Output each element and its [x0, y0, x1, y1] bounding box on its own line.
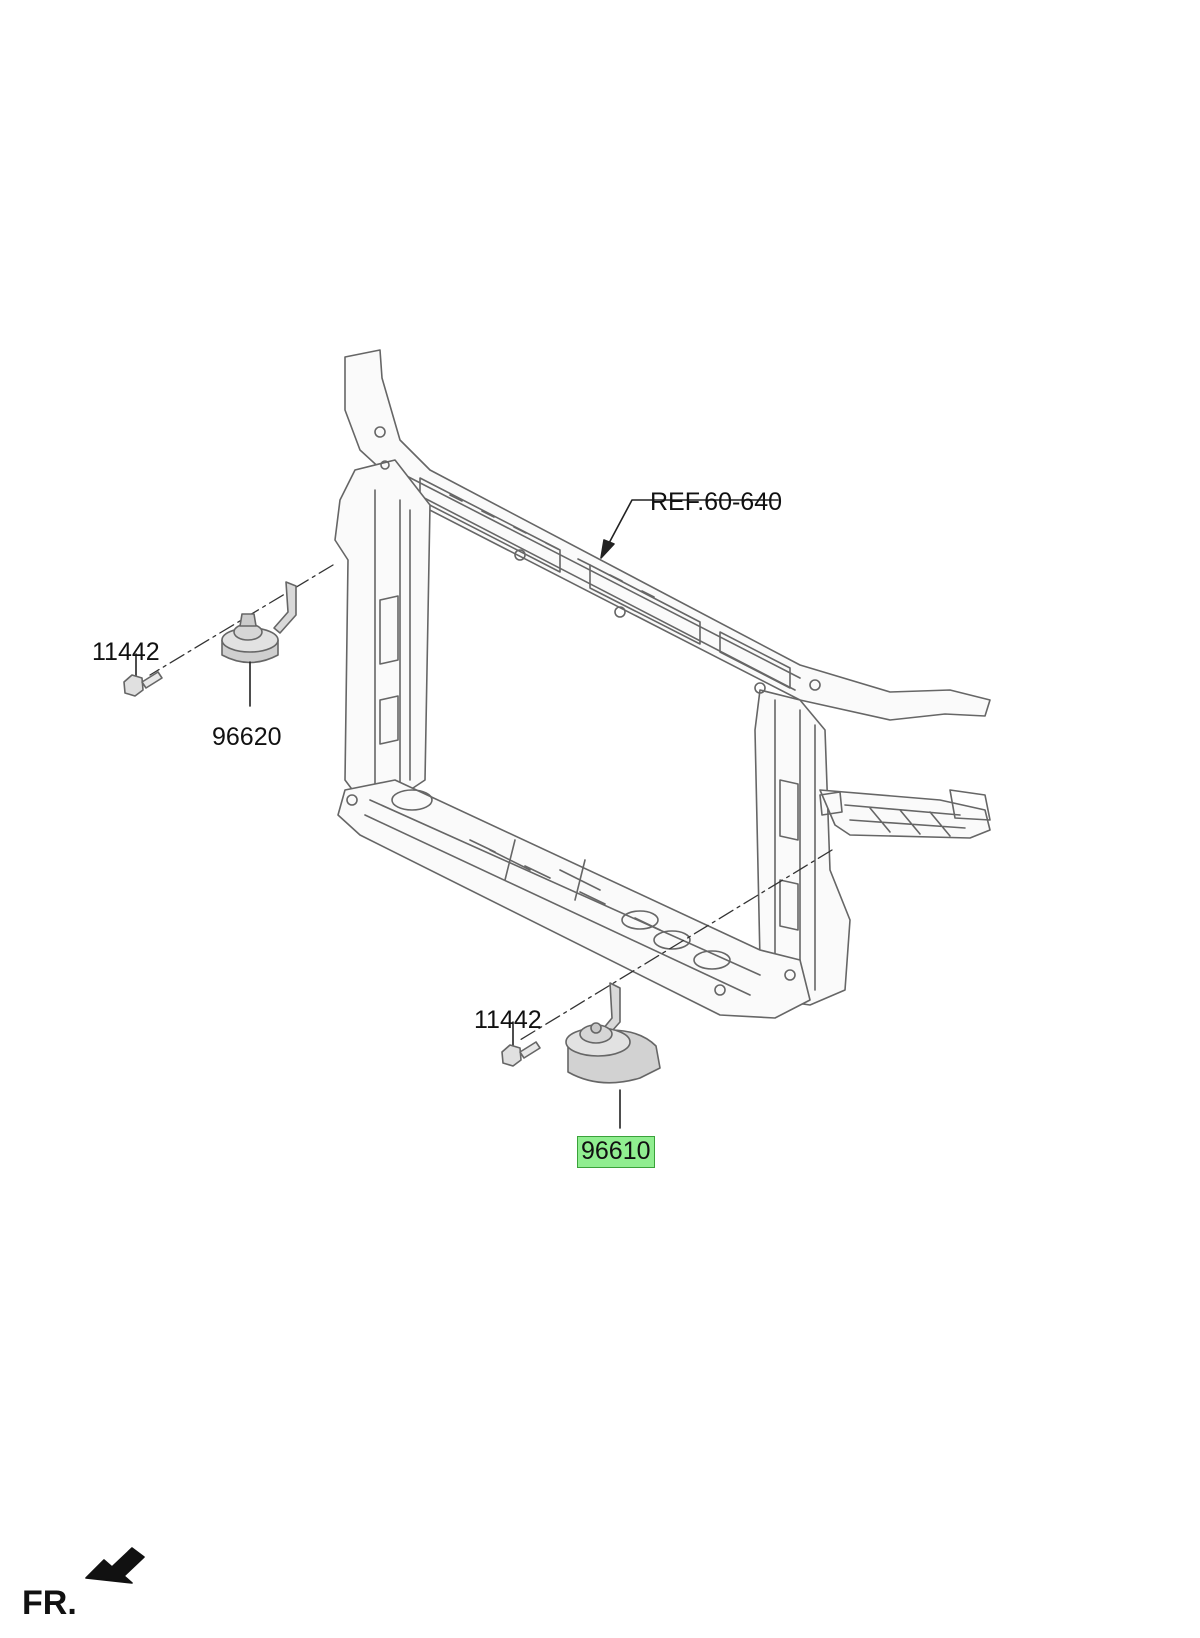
- horn-lower-label[interactable]: 96610: [577, 1136, 655, 1168]
- horn-upper-label[interactable]: 96620: [212, 723, 282, 751]
- radiator-support-frame: [334, 349, 991, 1019]
- ref-label: REF.60-640: [650, 488, 783, 516]
- upper-horn-part: [221, 581, 297, 707]
- lower-bolt-part: [501, 1021, 541, 1067]
- assembly-dash-lines: [149, 564, 833, 1041]
- front-direction-label: FR.: [22, 1584, 77, 1622]
- front-arrow-icon: [85, 1547, 145, 1584]
- bolt-lower-label[interactable]: 11442: [474, 1006, 542, 1034]
- ref-leader: [600, 499, 779, 559]
- lower-horn-part: [565, 982, 661, 1129]
- bolt-upper-label[interactable]: 11442: [92, 638, 160, 666]
- upper-bolt-part: [123, 653, 163, 697]
